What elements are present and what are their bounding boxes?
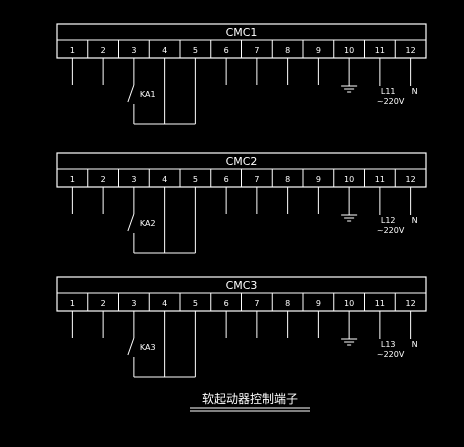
terminal-number: 1 (70, 46, 75, 55)
terminal-number: 9 (316, 299, 321, 308)
terminal-number: 1 (70, 175, 75, 184)
terminal-number: 7 (254, 175, 259, 184)
terminal-number: 6 (224, 175, 229, 184)
neutral-label: N (412, 340, 418, 349)
terminal-number: 3 (131, 175, 136, 184)
terminal-number: 1 (70, 299, 75, 308)
contact-blade (127, 84, 135, 103)
terminal-number: 7 (254, 46, 259, 55)
terminal-number: 5 (193, 299, 198, 308)
terminal-number: 12 (406, 299, 416, 308)
diagram-caption: 软起动器控制端子 (202, 392, 298, 406)
neutral-label: N (412, 87, 418, 96)
footer: 软起动器控制端子 (190, 392, 310, 412)
block-title: CMC1 (226, 26, 258, 39)
terminal-number: 3 (131, 46, 136, 55)
contact-blade (127, 213, 135, 232)
terminal-number: 4 (162, 175, 167, 184)
terminal-number: 4 (162, 299, 167, 308)
voltage-label: ~220V (377, 97, 405, 106)
contact-label: KA1 (140, 90, 156, 99)
terminal-number: 5 (193, 46, 198, 55)
terminal-number: 10 (344, 175, 354, 184)
terminal-number: 7 (254, 299, 259, 308)
terminal-number: 12 (406, 175, 416, 184)
terminal-number: 10 (344, 299, 354, 308)
terminal-number: 9 (316, 46, 321, 55)
terminal-number: 2 (101, 175, 106, 184)
contact-label: KA2 (140, 219, 156, 228)
block-title: CMC2 (226, 155, 258, 168)
contact-label: KA3 (140, 343, 156, 352)
line-label: L12 (381, 216, 396, 225)
terminal-number: 5 (193, 175, 198, 184)
block-title: CMC3 (226, 279, 258, 292)
line-label: L11 (381, 87, 396, 96)
terminal-number: 8 (285, 299, 290, 308)
neutral-label: N (412, 216, 418, 225)
terminal-number: 2 (101, 46, 106, 55)
terminal-number: 12 (406, 46, 416, 55)
terminal-number: 2 (101, 299, 106, 308)
terminal-number: 4 (162, 46, 167, 55)
terminal-number: 11 (375, 299, 385, 308)
line-label: L13 (381, 340, 396, 349)
terminal-number: 11 (375, 46, 385, 55)
contact-blade (127, 337, 135, 356)
terminal-number: 11 (375, 175, 385, 184)
terminal-number: 8 (285, 46, 290, 55)
voltage-label: ~220V (377, 350, 405, 359)
terminal-number: 3 (131, 299, 136, 308)
terminal-number: 8 (285, 175, 290, 184)
terminal-number: 10 (344, 46, 354, 55)
terminal-number: 9 (316, 175, 321, 184)
terminal-number: 6 (224, 46, 229, 55)
terminal-number: 6 (224, 299, 229, 308)
voltage-label: ~220V (377, 226, 405, 235)
